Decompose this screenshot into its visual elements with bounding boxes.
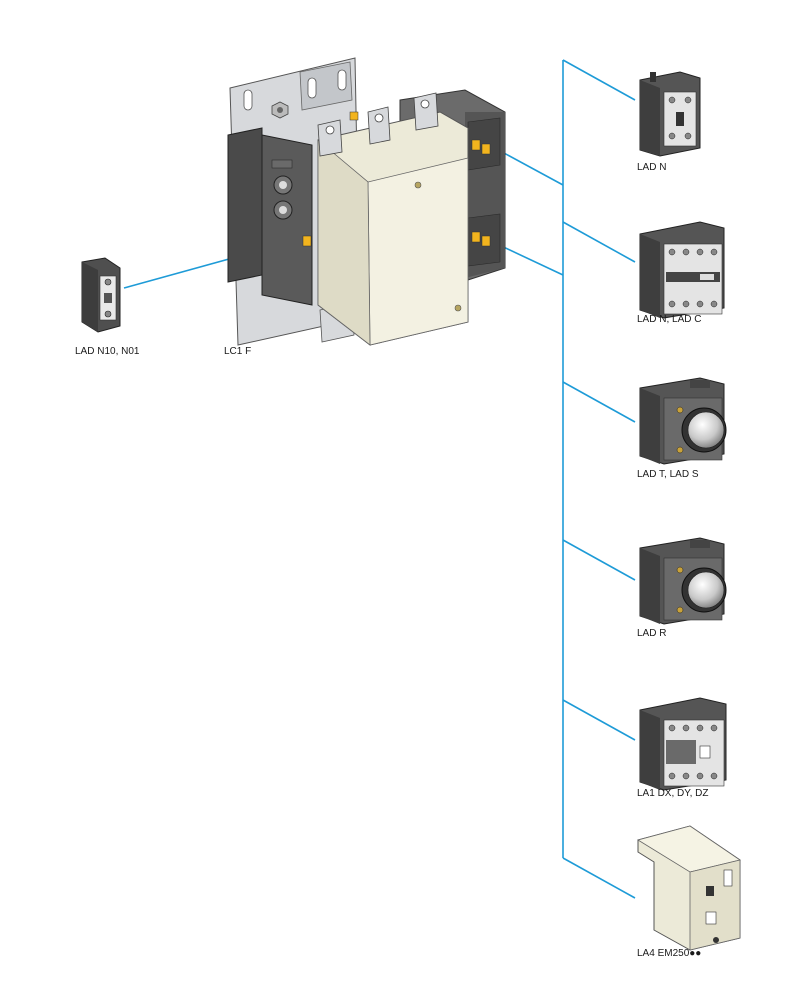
auxiliary-contact-block-4pole-icon <box>639 221 725 319</box>
label-lad-t-s: LAD T, LAD S <box>637 469 699 480</box>
connector-to-la4-em <box>562 857 636 899</box>
label-lc1f: LC1 F <box>224 346 252 357</box>
label-lad-n10: LAD N10, N01 <box>75 346 140 357</box>
connector-to-lad-t-s <box>562 381 636 423</box>
time-delay-block-r-icon <box>639 537 727 625</box>
auxiliary-contact-block-2pole-icon <box>639 71 701 157</box>
auxiliary-contact-block-la1-icon <box>639 697 727 791</box>
time-delay-block-icon <box>639 377 727 465</box>
contactor-lc1f-icon <box>227 57 506 346</box>
label-lad-n-c: LAD N, LAD C <box>637 314 702 325</box>
connector-to-la1-dx <box>562 699 636 741</box>
connector-to-lad-r <box>562 539 636 581</box>
label-la4-em: LA4 EM250●● <box>637 948 702 959</box>
connector-to-lad-n <box>562 59 636 101</box>
side-auxiliary-contact-icon <box>81 257 121 333</box>
label-lad-r: LAD R <box>637 628 667 639</box>
label-la1-dx: LA1 DX, DY, DZ <box>637 788 709 799</box>
connector-to-lad-n-c <box>562 221 636 263</box>
label-lad-n: LAD N <box>637 162 667 173</box>
suppressor-module-icon <box>637 825 741 951</box>
